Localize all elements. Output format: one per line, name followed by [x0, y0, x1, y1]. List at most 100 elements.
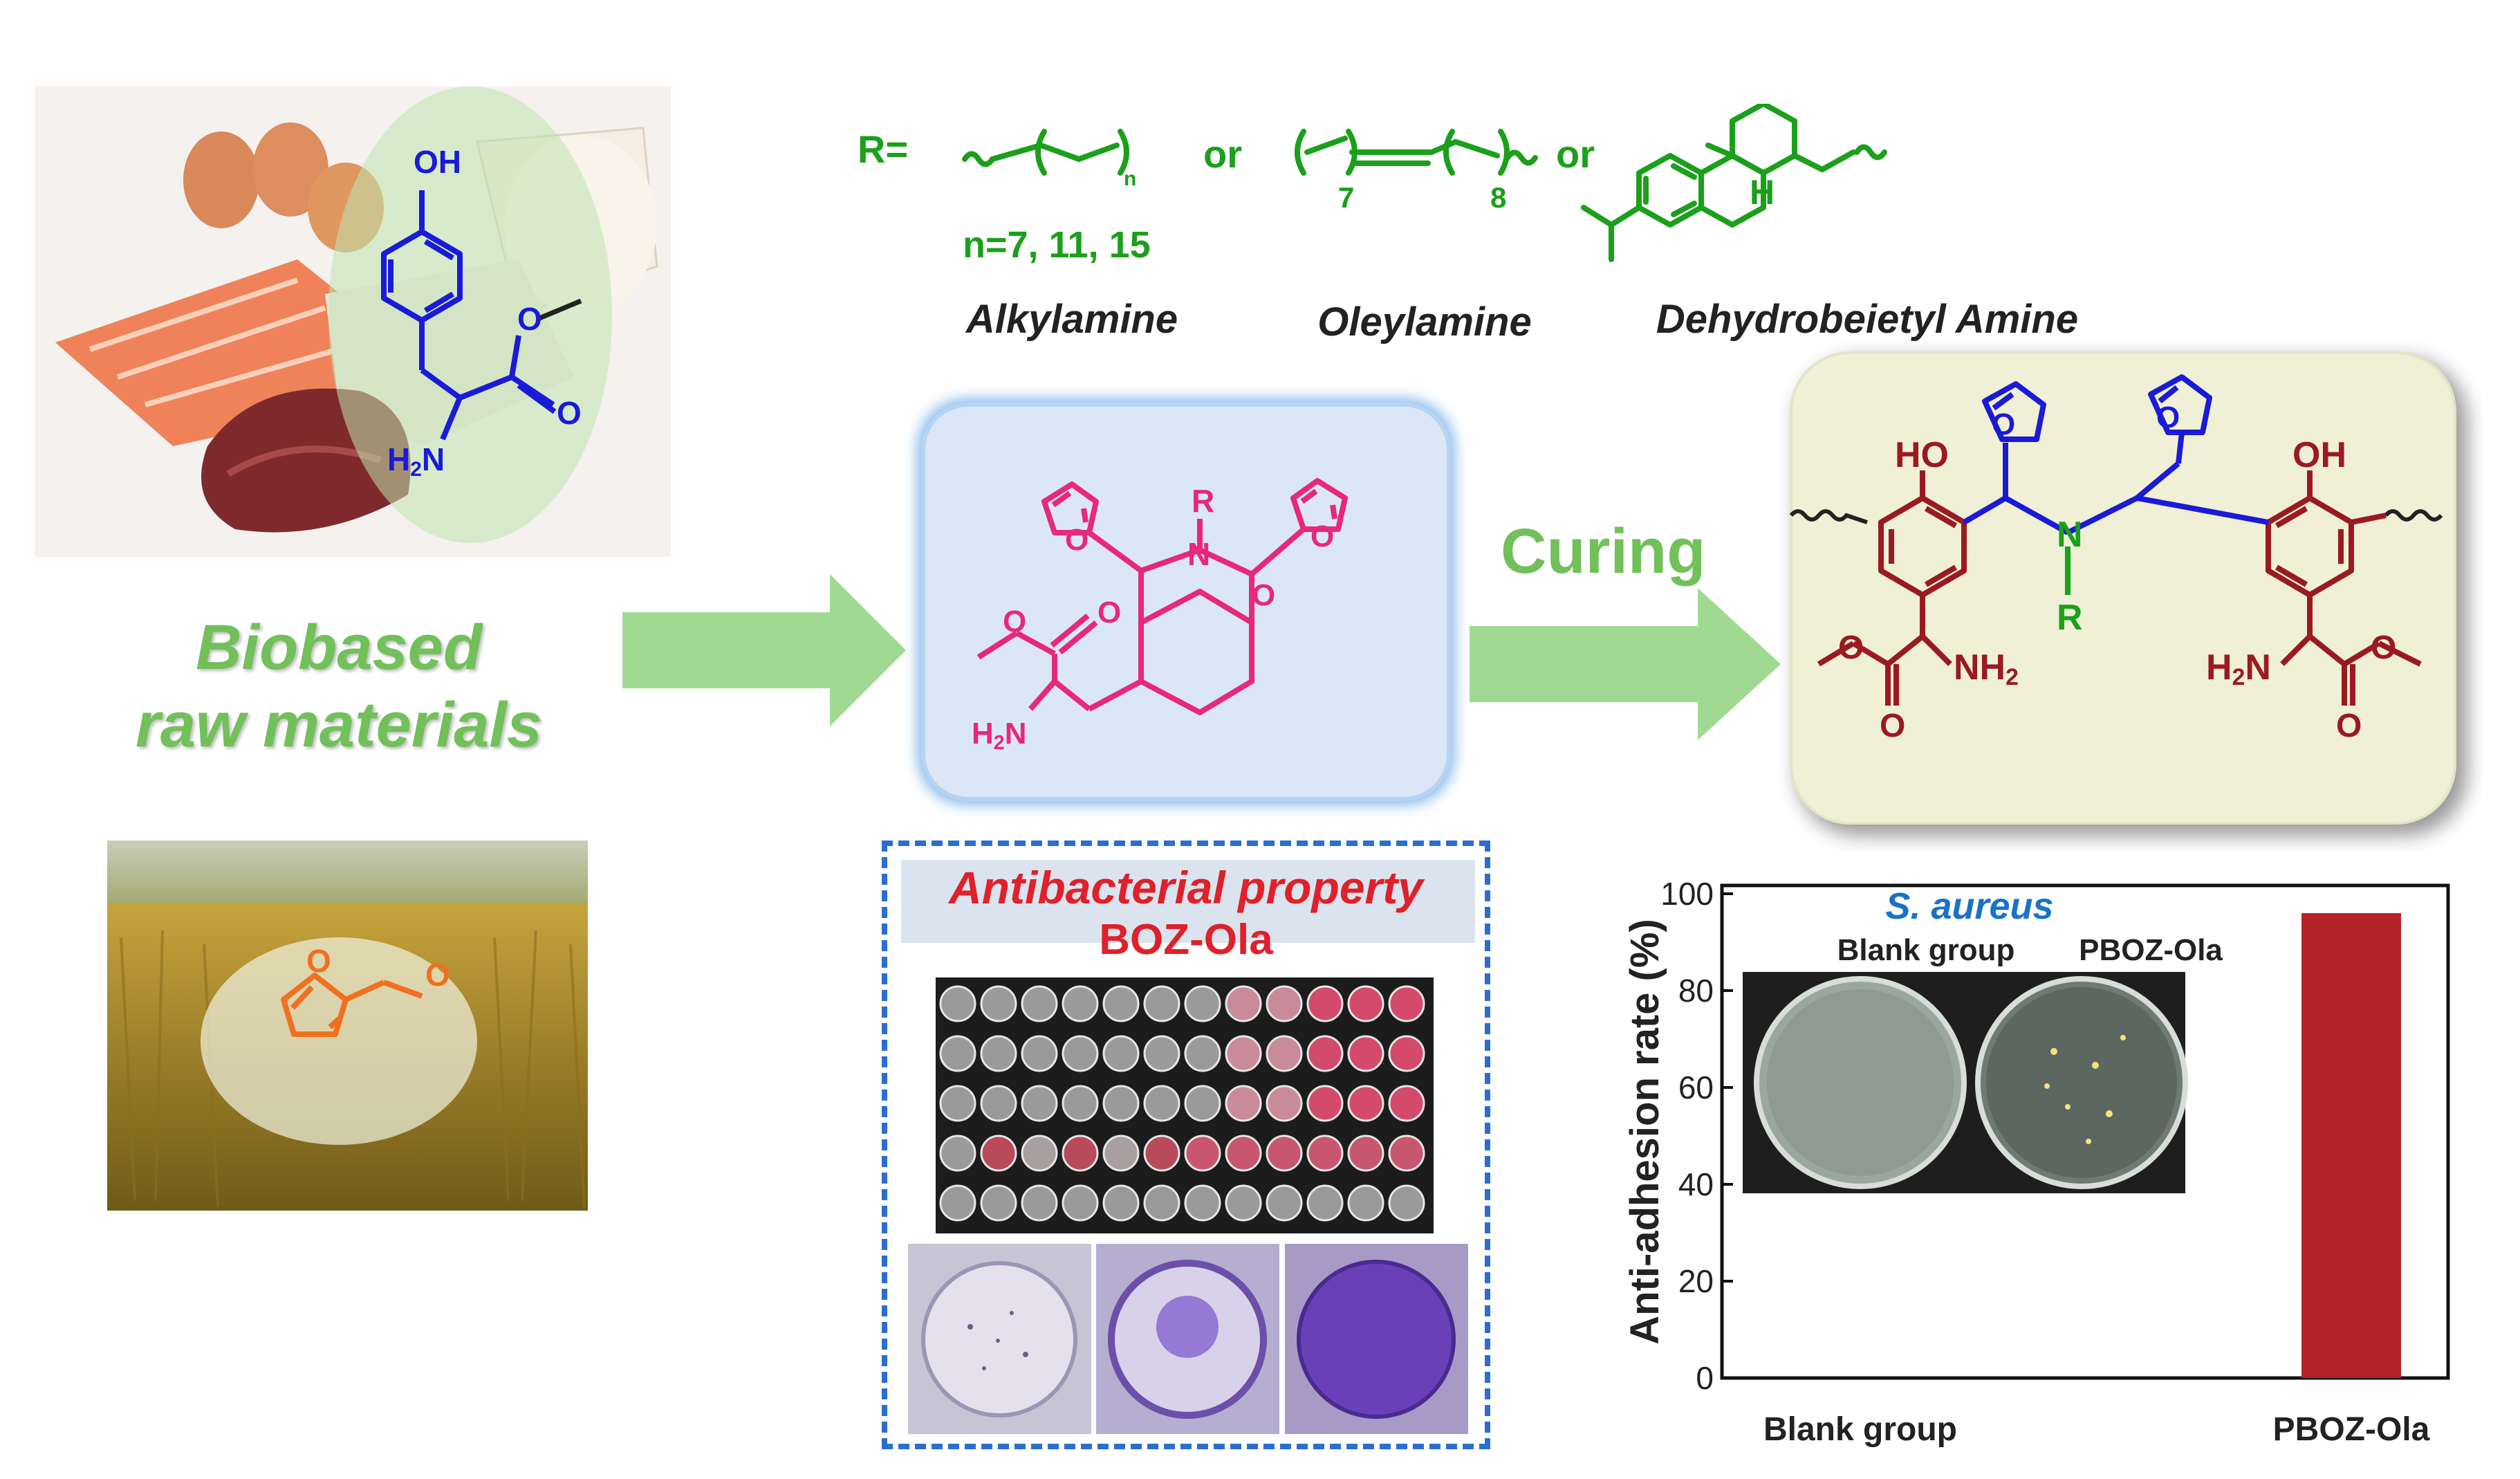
curing-label: Curing [1501, 516, 1706, 587]
monomer-ester-o: O [1003, 605, 1026, 639]
well [980, 1085, 1017, 1122]
well [1306, 985, 1344, 1022]
well [1021, 1035, 1058, 1072]
polymer-carbonyl-o-right: O [2336, 708, 2362, 744]
well [1347, 1134, 1384, 1172]
oh-label: OH [414, 144, 461, 180]
polymer-ho-label: HO [1895, 435, 1949, 475]
well [1306, 1035, 1344, 1072]
monomer-n-label: N [1187, 536, 1210, 572]
well [1225, 1085, 1262, 1122]
well [1225, 1035, 1262, 1072]
well-plate-photo [936, 977, 1434, 1233]
chart-title: S. aureus [1885, 885, 2053, 927]
well [1184, 985, 1221, 1022]
x-category-label: Blank group [1763, 1411, 1957, 1448]
or-label-2: or [1556, 132, 1595, 176]
biobased-title: Biobased raw materials [97, 609, 581, 764]
antibacterial-title: Antibacterial property [949, 862, 1423, 913]
biobased-line2: raw materials [135, 690, 543, 760]
amine-label: H2N [387, 441, 445, 481]
well [980, 1035, 1017, 1072]
well [980, 1184, 1017, 1222]
well [939, 1184, 976, 1222]
well [1306, 1134, 1344, 1172]
well [939, 985, 976, 1022]
well [1021, 1134, 1058, 1172]
well [1102, 985, 1140, 1022]
oleylamine-label: Oleylamine [1317, 300, 1532, 345]
monomer-r-label: R [1192, 483, 1214, 519]
well [1143, 1134, 1180, 1172]
subscript-8: 8 [1490, 181, 1506, 214]
crystal-violet-dishes [908, 1244, 1468, 1434]
well [1388, 1035, 1425, 1072]
well [1062, 1035, 1099, 1072]
polymer-n-label: N [2057, 515, 2083, 555]
well [1062, 985, 1099, 1022]
well [1184, 1184, 1221, 1222]
biobased-line1: Biobased [195, 612, 483, 683]
antibacterial-title-band [901, 860, 1475, 943]
well [1021, 1184, 1058, 1222]
monomer-carbonyl-o: O [1097, 596, 1121, 630]
well [1388, 985, 1425, 1022]
alkylamine-label: Alkylamine [965, 297, 1178, 342]
well [1266, 985, 1303, 1022]
well [980, 985, 1017, 1022]
chart-y-axis-label: Anti-adhesion rate (%) [1622, 919, 1667, 1345]
monomer-box: O O R N O O O H2N [918, 399, 1454, 805]
monomer-amine-label: H2N [972, 717, 1026, 754]
polymer-furan-o-right: O [2156, 401, 2180, 434]
well [1184, 1134, 1221, 1172]
well [1062, 1134, 1099, 1172]
well [1062, 1184, 1099, 1222]
well [1143, 1184, 1180, 1222]
well [1021, 985, 1058, 1022]
polymer-ester-o-left: O [1838, 630, 1864, 666]
polymer-ester-o-right: O [2371, 630, 2396, 666]
well [1347, 985, 1384, 1022]
furfural-aldehyde-o: O [425, 957, 450, 993]
well [1388, 1085, 1425, 1122]
monomer-oxazine-o: O [1252, 578, 1275, 612]
well [1143, 1085, 1180, 1122]
well [1021, 1085, 1058, 1122]
well [1266, 1134, 1303, 1172]
well [1143, 1035, 1180, 1072]
y-tick-label: 0 [1696, 1360, 1714, 1396]
or-label-1: or [1203, 132, 1242, 176]
well [1143, 985, 1180, 1022]
food-photo: OH O O H2N [35, 86, 671, 557]
arrow-to-polymer [1470, 588, 1781, 740]
polymer-oh-label: OH [2292, 435, 2346, 475]
well [1347, 1085, 1384, 1122]
well [1102, 1085, 1140, 1122]
well [1225, 1184, 1262, 1222]
well [939, 1035, 976, 1072]
rice-field-photo: O O [107, 840, 588, 1211]
antibacterial-panel: Antibacterial property BOZ-Ola [882, 840, 1490, 1449]
well [1388, 1134, 1425, 1172]
well [1266, 1035, 1303, 1072]
monomer-furan-o-right: O [1310, 520, 1334, 553]
r-equals-label: R= [858, 127, 908, 171]
polymer-carbonyl-o-left: O [1880, 708, 1905, 744]
amine-r-groups: R= n or 7 8 or H n=7, 11, 15 [858, 104, 1887, 266]
well [1102, 1184, 1140, 1222]
polymer-furan-o-left: O [1992, 407, 2015, 441]
n-values-label: n=7, 11, 15 [963, 224, 1151, 266]
well [1306, 1184, 1344, 1222]
subscript-n: n [1124, 167, 1136, 190]
y-tick-label: 80 [1678, 973, 1714, 1009]
well [1347, 1035, 1384, 1072]
sample-label: BOZ-Ola [1099, 916, 1273, 964]
y-tick-label: 40 [1678, 1166, 1714, 1202]
polymer-r-label: R [2057, 598, 2083, 638]
inset-label-blank: Blank group [1837, 933, 2015, 967]
inset-label-pboz: PBOZ-Ola [2079, 933, 2223, 967]
well [1184, 1035, 1221, 1072]
well [1062, 1085, 1099, 1122]
petri-dish-photo [1743, 972, 2188, 1193]
arrow-to-monomer [622, 574, 906, 726]
